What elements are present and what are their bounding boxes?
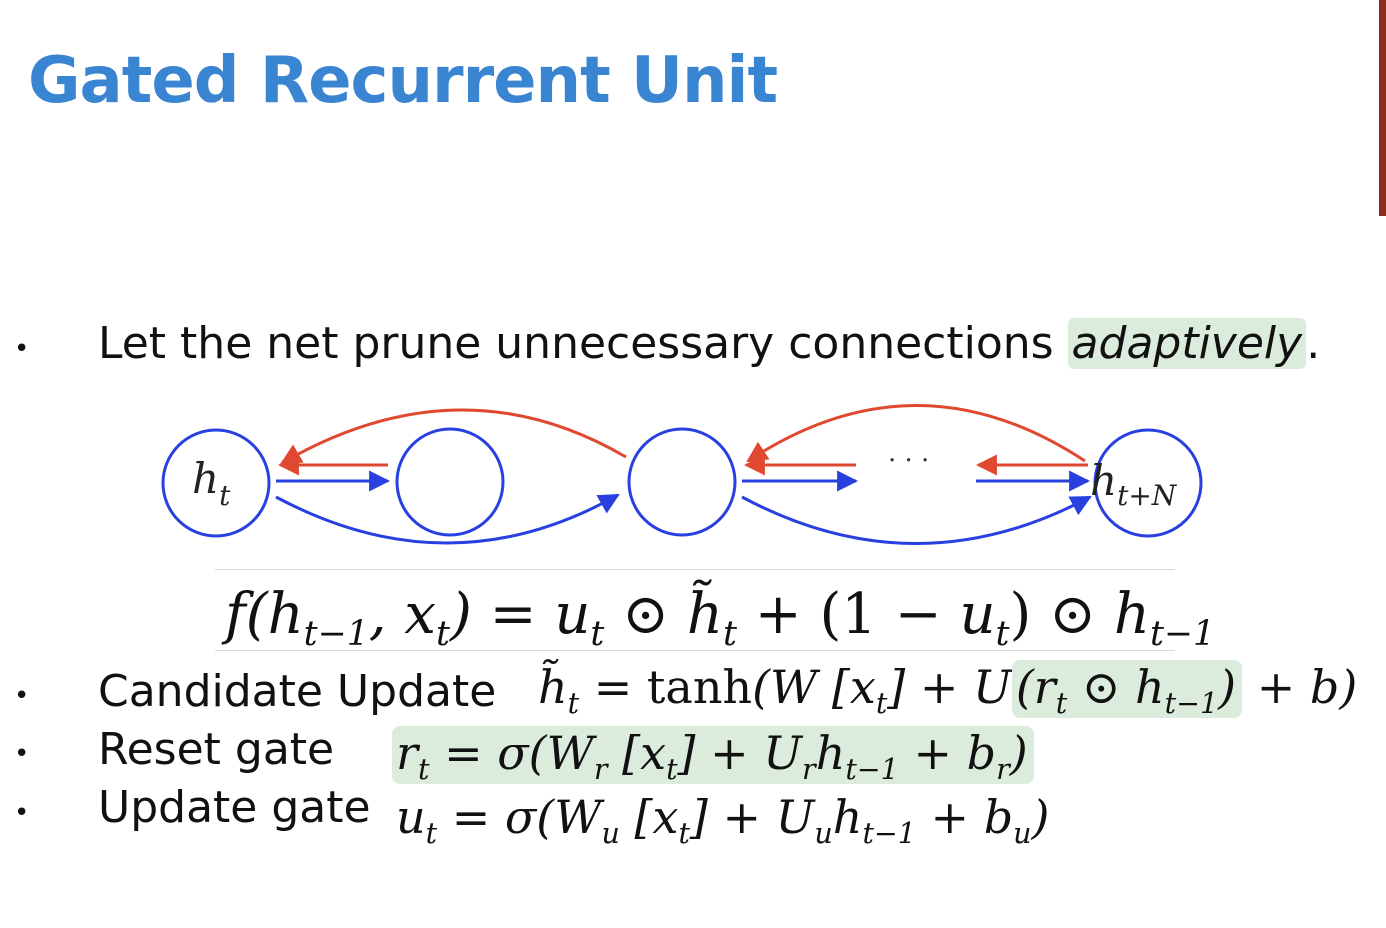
forward-skip-1	[275, 493, 620, 545]
candidate-highlight: (rt ⊙ ht−1)	[1011, 660, 1243, 718]
equation-rule-bottom	[215, 650, 1175, 651]
node-2	[395, 427, 505, 537]
forward-skip-2	[741, 495, 1092, 545]
candidate-label: Candidate Update	[98, 666, 497, 717]
node-ht	[161, 428, 271, 538]
node-htn	[1093, 428, 1203, 538]
recurrent-skip-diagram: ht ht+N · · ·	[161, 404, 1203, 545]
intro-text: Let the net prune unnecessary connection…	[98, 318, 1068, 369]
node-htn-label: ht+N	[1090, 456, 1178, 512]
update-label: Update gate	[98, 782, 371, 833]
reset-highlight: rt = σ(Wr [xt] + Urht−1 + br)	[392, 726, 1034, 784]
bullet-dot: •	[14, 798, 30, 828]
reset-equation: rt = σ(Wr [xt] + Urht−1 + br)	[392, 726, 1034, 784]
equation-rule-top	[215, 569, 1175, 570]
intro-emphasis: adaptively	[1067, 318, 1307, 369]
node-3	[627, 427, 737, 537]
backward-skip-2	[746, 404, 1086, 463]
bullet-dot: •	[14, 334, 30, 364]
main-equation: f(ht−1, xt) = ut ⊙ h̃t + (1 − ut) ⊙ ht−1	[225, 582, 1216, 655]
intro-line: Let the net prune unnecessary connection…	[98, 318, 1320, 369]
backward-skip-1	[280, 408, 627, 465]
intro-end: .	[1306, 318, 1321, 369]
slide-edge-accent	[1379, 0, 1386, 216]
node-ht-label: ht	[192, 454, 231, 512]
update-equation: ut = σ(Wu [xt] + Uuht−1 + bu)	[396, 790, 1050, 850]
ellipsis: · · ·	[888, 446, 929, 476]
slide-title: Gated Recurrent Unit	[28, 44, 778, 118]
bullet-dot: •	[14, 739, 30, 769]
candidate-equation: h̃t = tanh(W [xt] + U(rt ⊙ ht−1) + b)	[538, 660, 1358, 720]
bullet-dot: •	[14, 681, 30, 711]
reset-label: Reset gate	[98, 724, 335, 775]
